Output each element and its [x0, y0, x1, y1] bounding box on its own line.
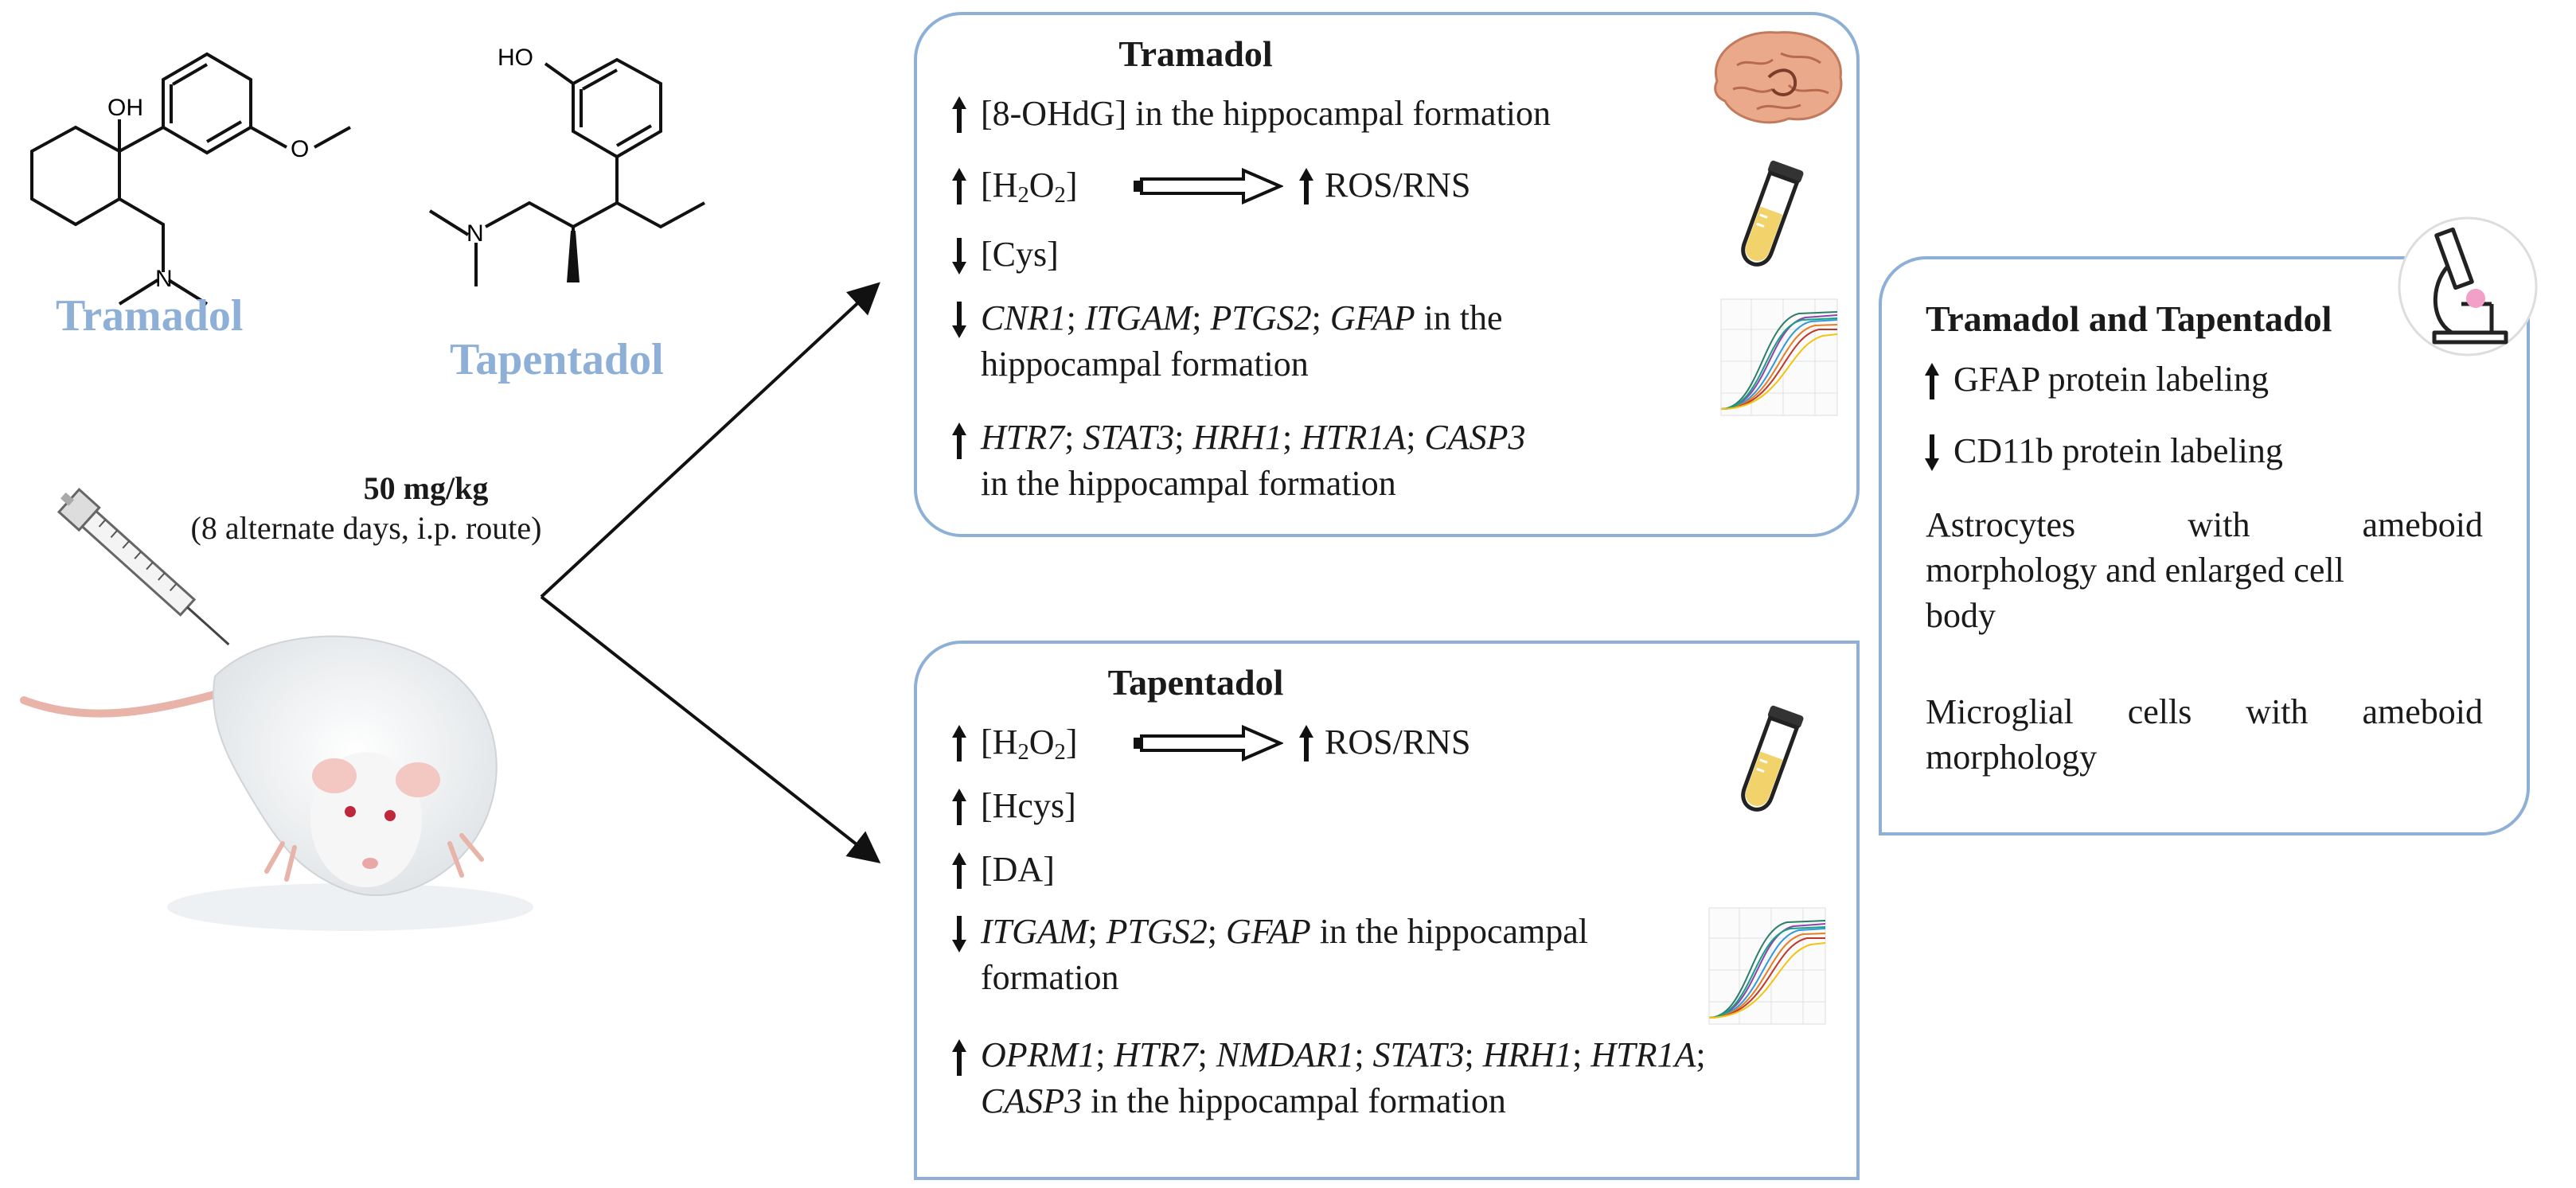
- tramadol-row-h2o2: [H2O2]: [981, 162, 1077, 208]
- hollow-arrow-icon: [1134, 725, 1283, 761]
- h2o2-sub1: 2: [1017, 740, 1029, 765]
- combined-row-gfap: GFAP protein labeling: [1953, 360, 2269, 399]
- branch-arrows: [540, 282, 881, 863]
- pcr-curve-icon: [1708, 907, 1826, 1025]
- rat-image: [20, 635, 533, 931]
- astrocytes-line-1: Astrocytes with ameboid: [1926, 505, 2483, 544]
- h2o2-sub1: 2: [1017, 183, 1029, 208]
- test-tube-icon: [1741, 160, 1804, 267]
- row-tail: in the: [1415, 298, 1503, 337]
- up-arrow-icon: [1925, 363, 1939, 399]
- tramadol-oh-label: OH: [107, 95, 143, 121]
- up-arrow-icon: [952, 1039, 966, 1076]
- up-arrow-icon: [952, 423, 966, 459]
- h2o2-open: [H: [981, 723, 1018, 761]
- h2o2-mid: O: [1028, 723, 1055, 761]
- combined-panel: Tramadol and Tapentadol GFAP protein lab…: [1879, 256, 2530, 835]
- brain-icon: [1714, 31, 1843, 124]
- tapentadol-panel: Tapentadol [H2O2] ROS/RNS [Hcys] [DA] IT…: [914, 641, 1860, 1180]
- gene: PTGS2: [1210, 298, 1312, 337]
- tramadol-label: Tramadol: [56, 291, 244, 341]
- combined-panel-title: Tramadol and Tapentadol: [1926, 298, 2332, 339]
- gene: HTR7: [981, 418, 1065, 457]
- tramadol-row-8ohdg: [8-OHdG] in the hippocampal formation: [981, 94, 1551, 133]
- row-tail: in the hippocampal: [1310, 912, 1589, 951]
- up-arrow-icon: [952, 789, 966, 825]
- gene: GFAP: [1329, 298, 1415, 337]
- tapentadol-row-da: [DA]: [981, 850, 1055, 889]
- dose-regimen: (8 alternate days, i.p. route): [190, 510, 542, 546]
- h2o2-close: ]: [1065, 166, 1078, 204]
- h2o2-mid: O: [1028, 166, 1055, 204]
- combined-row-cd11b: CD11b protein labeling: [1953, 431, 2283, 470]
- down-arrow-icon: [952, 302, 966, 338]
- down-arrow-icon: [952, 916, 966, 952]
- gene: CASP3: [1424, 418, 1526, 457]
- microglia-line-1: Microglial cells with ameboid: [1926, 692, 2483, 731]
- h2o2-sub2: 2: [1054, 183, 1066, 208]
- astrocytes-line-3: body: [1926, 596, 1996, 635]
- tramadol-panel-title: Tramadol: [1118, 33, 1273, 74]
- h2o2-close: ]: [1065, 723, 1078, 761]
- tramadol-n-label: N: [155, 266, 173, 292]
- pcr-curve-icon: [1720, 298, 1838, 416]
- gene: CNR1: [981, 298, 1067, 337]
- gene: OPRM1: [981, 1035, 1096, 1074]
- syringe-icon: [57, 488, 230, 646]
- down-arrow-icon: [952, 238, 966, 275]
- gene: ITGAM: [1084, 298, 1192, 337]
- tramadol-ros-rns: ROS/RNS: [1325, 166, 1471, 204]
- tapentadol-structure: HO N: [428, 45, 705, 286]
- tramadol-row-genes-down: CNR1; ITGAM; PTGS2; GFAP in the: [981, 298, 1503, 337]
- up-arrow-icon: [952, 725, 966, 761]
- hollow-arrow-icon: [1134, 168, 1283, 204]
- up-arrow-icon: [952, 96, 966, 133]
- tramadol-panel: Tramadol [8-OHdG] in the hippocampal for…: [914, 12, 1860, 537]
- microglia-line-2: morphology: [1926, 738, 2098, 777]
- tapentadol-label: Tapentadol: [450, 335, 664, 384]
- dose-amount: 50 mg/kg: [363, 470, 489, 506]
- tramadol-row-genes-up-line2: in the hippocampal formation: [981, 464, 1396, 503]
- tapentadol-row-genes-down: ITGAM; PTGS2; GFAP in the hippocampal: [981, 912, 1589, 951]
- h2o2-sub2: 2: [1054, 740, 1066, 765]
- gene: STAT3: [1083, 418, 1175, 457]
- tapentadol-row-h2o2: [H2O2]: [981, 719, 1077, 765]
- tapentadol-n-label: N: [466, 220, 484, 247]
- gene: STAT3: [1372, 1035, 1465, 1074]
- up-arrow-icon: [1299, 168, 1313, 204]
- gene: NMDAR1: [1216, 1035, 1355, 1074]
- tramadol-row-genes-down-line2: hippocampal formation: [981, 345, 1309, 384]
- tapentadol-row-hcys: [Hcys]: [981, 786, 1076, 825]
- gene: GFAP: [1226, 912, 1311, 951]
- up-arrow-icon: [952, 852, 966, 889]
- tramadol-o-label: O: [291, 136, 309, 162]
- tramadol-row-cys: [Cys]: [981, 235, 1059, 274]
- gene: PTGS2: [1106, 912, 1208, 951]
- row-trailing-sep: ;: [1696, 1035, 1706, 1074]
- tapentadol-panel-title: Tapentadol: [1107, 662, 1284, 703]
- tapentadol-row-genes-up-line2: CASP3 in the hippocampal formation: [981, 1078, 1506, 1124]
- microscope-icon: [2398, 216, 2538, 356]
- tapentadol-ho-label: HO: [498, 45, 533, 71]
- down-arrow-icon: [1925, 434, 1939, 471]
- test-tube-icon: [1741, 705, 1804, 812]
- tapentadol-ros-rns: ROS/RNS: [1325, 723, 1471, 761]
- astrocytes-line-2: morphology and enlarged cell: [1926, 551, 2344, 590]
- tapentadol-row-genes-down-line2: formation: [981, 958, 1119, 997]
- gene: HTR1A: [1301, 418, 1407, 457]
- tapentadol-row-genes-up: OPRM1; HTR7; NMDAR1; STAT3; HRH1; HTR1A;: [981, 1035, 1706, 1074]
- up-arrow-icon: [1299, 725, 1313, 761]
- gene: HRH1: [1192, 418, 1282, 457]
- gene: HTR1A: [1590, 1035, 1696, 1074]
- up-arrow-icon: [952, 168, 966, 204]
- gene: HTR7: [1114, 1035, 1198, 1074]
- tramadol-structure: OH O N: [30, 52, 351, 306]
- gene: CASP3: [981, 1081, 1083, 1120]
- gene: ITGAM: [981, 912, 1088, 951]
- h2o2-open: [H: [981, 166, 1018, 204]
- row-tail: in the hippocampal formation: [1082, 1081, 1506, 1120]
- tramadol-row-genes-up: HTR7; STAT3; HRH1; HTR1A; CASP3: [981, 418, 1526, 457]
- gene: HRH1: [1482, 1035, 1573, 1074]
